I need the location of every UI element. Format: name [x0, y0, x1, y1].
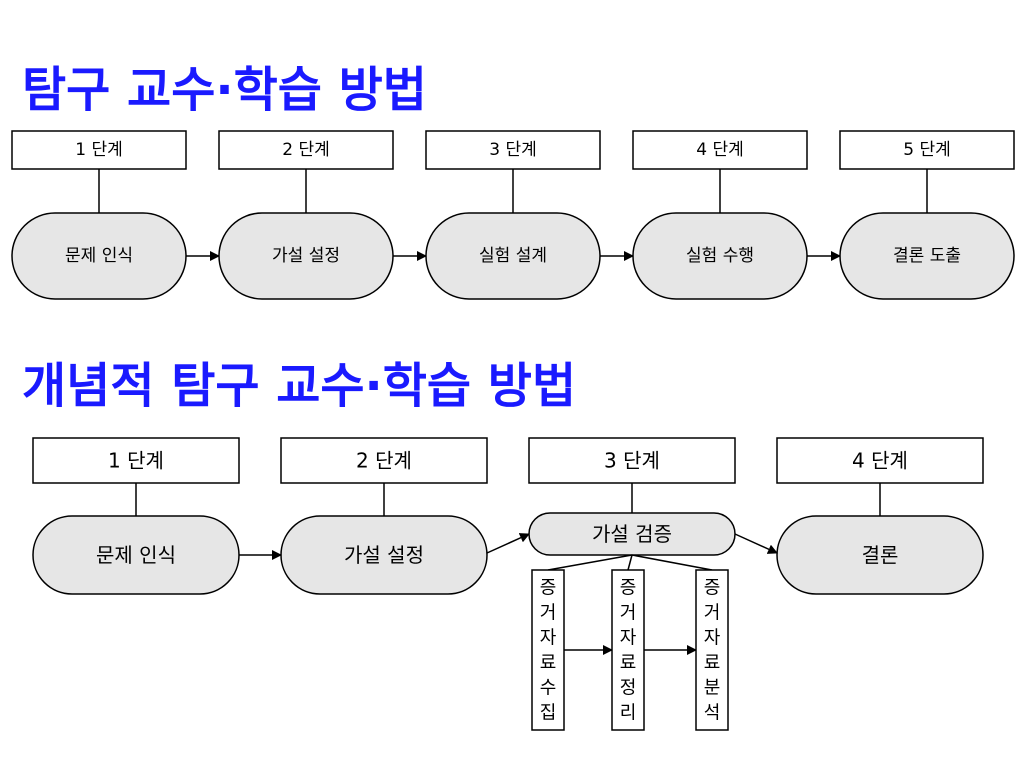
- stage-box: [632, 130, 808, 170]
- stage-pill-label: 실험 설계: [479, 246, 547, 266]
- stage-pill-label: 문제 인식: [96, 543, 176, 567]
- inquiry-title: 탐구 교수·학습 방법: [22, 62, 427, 118]
- branch-line: [627, 554, 633, 571]
- stage-step-label: 3 단계: [489, 140, 537, 160]
- stage-step-label: 4 단계: [852, 449, 908, 473]
- stage-pill: [776, 515, 984, 595]
- substep-box: [695, 569, 729, 731]
- stage-pill-label: 실험 수행: [686, 246, 754, 266]
- substep-box: [531, 569, 565, 731]
- stage-pill-label: 결론: [862, 543, 899, 567]
- stage-box: [32, 437, 240, 484]
- substep-box: [611, 569, 645, 731]
- stage-pill-label: 가설 설정: [272, 246, 340, 266]
- conceptual-inquiry-title: 개념적 탐구 교수·학습 방법: [22, 358, 577, 414]
- stage-pill-label: 가설 설정: [344, 543, 424, 567]
- stage-pill-label: 결론 도출: [893, 246, 961, 266]
- stage-step-label: 2 단계: [356, 449, 412, 473]
- flow-arrow: [734, 533, 778, 554]
- stage-pill-label: 가설 검증: [592, 522, 672, 546]
- stage-step-label: 3 단계: [604, 449, 660, 473]
- stage-box: [218, 130, 394, 170]
- branch-line: [631, 554, 713, 571]
- stage-step-label: 1 단계: [75, 140, 123, 160]
- stage-pill: [839, 212, 1015, 300]
- stage-step-label: 1 단계: [108, 449, 164, 473]
- stage-step-label: 5 단계: [903, 140, 951, 160]
- stage-box: [839, 130, 1015, 170]
- stage-step-label: 2 단계: [282, 140, 330, 160]
- branch-line: [547, 554, 633, 571]
- flow-arrow: [486, 533, 530, 554]
- stage-pill-label: 문제 인식: [65, 246, 133, 266]
- stage-step-label: 4 단계: [696, 140, 744, 160]
- stage-box: [776, 437, 984, 484]
